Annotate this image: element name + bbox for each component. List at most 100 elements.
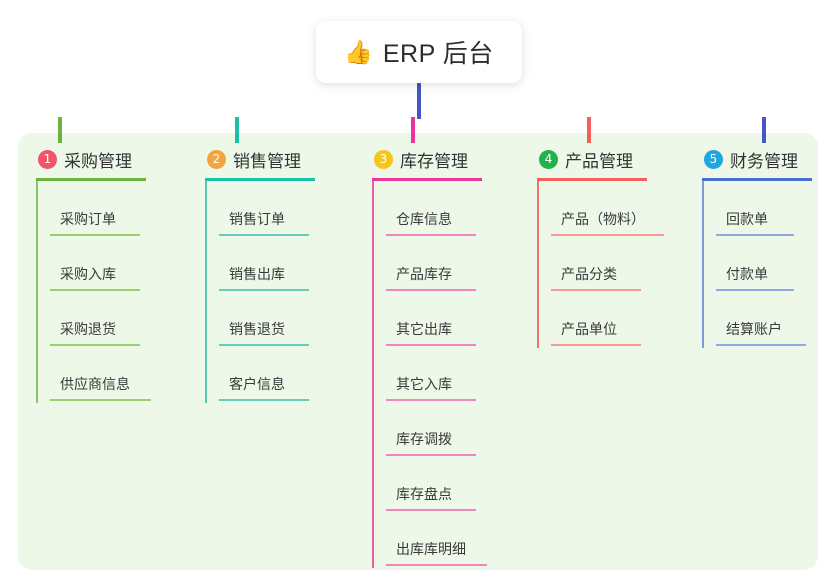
list-item-rule bbox=[551, 344, 641, 346]
list-item[interactable]: 产品库存 bbox=[386, 236, 522, 291]
list-item-rule bbox=[716, 289, 794, 291]
list-item-label: 付款单 bbox=[726, 266, 768, 282]
column-title: 采购管理 bbox=[64, 151, 132, 171]
list-item-label: 出库库明细 bbox=[396, 541, 466, 557]
list-item[interactable]: 供应商信息 bbox=[50, 346, 186, 401]
list-item-label: 产品单位 bbox=[561, 321, 617, 337]
drop-column-3 bbox=[411, 117, 415, 143]
mindmap-panel bbox=[18, 133, 818, 570]
column-spine bbox=[537, 181, 539, 348]
column-header[interactable]: 3 库存管理 bbox=[372, 146, 522, 172]
list-item-rule bbox=[386, 289, 476, 291]
column-finance: 5 财务管理 回款单 付款单 结算账户 bbox=[702, 146, 839, 348]
drop-column-4 bbox=[587, 117, 591, 143]
column-spine bbox=[36, 181, 38, 403]
list-item-rule bbox=[50, 344, 140, 346]
list-item-label: 采购退货 bbox=[60, 321, 116, 337]
list-item-label: 仓库信息 bbox=[396, 211, 452, 227]
list-item[interactable]: 结算账户 bbox=[716, 291, 839, 346]
list-item-rule bbox=[386, 454, 476, 456]
column-badge: 1 bbox=[38, 149, 57, 169]
list-item-label: 回款单 bbox=[726, 211, 768, 227]
list-item-rule bbox=[386, 399, 476, 401]
list-item[interactable]: 销售订单 bbox=[219, 181, 355, 236]
drop-column-1 bbox=[58, 117, 62, 143]
list-item-rule bbox=[219, 234, 309, 236]
column-header[interactable]: 5 财务管理 bbox=[702, 146, 839, 172]
list-item[interactable]: 其它出库 bbox=[386, 291, 522, 346]
list-item[interactable]: 回款单 bbox=[716, 181, 839, 236]
list-item-rule bbox=[50, 234, 140, 236]
list-item[interactable]: 销售出库 bbox=[219, 236, 355, 291]
column-badge: 5 bbox=[704, 149, 723, 169]
list-item-label: 销售退货 bbox=[229, 321, 285, 337]
list-item-label: 销售出库 bbox=[229, 266, 285, 282]
list-item-rule bbox=[386, 509, 476, 511]
column-title: 产品管理 bbox=[565, 151, 633, 171]
drop-column-5 bbox=[762, 117, 766, 143]
column-badge: 4 bbox=[539, 149, 558, 169]
column-purchase: 1 采购管理 采购订单 采购入库 采购退货 供应商信息 bbox=[36, 146, 186, 403]
list-item-label: 采购入库 bbox=[60, 266, 116, 282]
list-item-label: 产品（物料） bbox=[561, 211, 645, 227]
list-item-label: 产品库存 bbox=[396, 266, 452, 282]
list-item[interactable]: 产品单位 bbox=[551, 291, 697, 346]
column-sales: 2 销售管理 销售订单 销售出库 销售退货 客户信息 bbox=[205, 146, 355, 403]
list-item[interactable]: 采购退货 bbox=[50, 291, 186, 346]
column-spine bbox=[702, 181, 704, 348]
list-item-rule bbox=[551, 234, 664, 236]
list-item-label: 供应商信息 bbox=[60, 376, 130, 392]
column-title: 财务管理 bbox=[730, 151, 798, 171]
list-item-rule bbox=[219, 289, 309, 291]
column-inventory: 3 库存管理 仓库信息 产品库存 其它出库 其它入库 库存调拨 bbox=[372, 146, 522, 568]
column-title: 销售管理 bbox=[233, 151, 301, 171]
list-item[interactable]: 出库库明细 bbox=[386, 511, 522, 566]
bus-segment-green bbox=[58, 117, 410, 121]
list-item-label: 销售订单 bbox=[229, 211, 285, 227]
column-spine bbox=[372, 181, 374, 568]
list-item[interactable]: 采购入库 bbox=[50, 236, 186, 291]
column-header-rule bbox=[372, 178, 482, 181]
list-item[interactable]: 库存盘点 bbox=[386, 456, 522, 511]
list-item-rule bbox=[551, 289, 641, 291]
list-item[interactable]: 客户信息 bbox=[219, 346, 355, 401]
column-header-rule bbox=[537, 178, 647, 181]
list-item[interactable]: 付款单 bbox=[716, 236, 839, 291]
list-item[interactable]: 销售退货 bbox=[219, 291, 355, 346]
list-item-label: 采购订单 bbox=[60, 211, 116, 227]
column-leaves: 采购订单 采购入库 采购退货 供应商信息 bbox=[36, 181, 186, 403]
list-item[interactable]: 仓库信息 bbox=[386, 181, 522, 236]
list-item-rule bbox=[50, 399, 151, 401]
column-title: 库存管理 bbox=[400, 151, 468, 171]
list-item-rule bbox=[219, 344, 309, 346]
column-badge: 3 bbox=[374, 149, 393, 169]
column-badge: 2 bbox=[207, 149, 226, 169]
column-product: 4 产品管理 产品（物料） 产品分类 产品单位 bbox=[537, 146, 697, 348]
root-title: ERP 后台 bbox=[382, 40, 494, 68]
column-spine bbox=[205, 181, 207, 403]
column-header[interactable]: 4 产品管理 bbox=[537, 146, 697, 172]
list-item-rule bbox=[50, 289, 140, 291]
list-item-rule bbox=[716, 344, 806, 346]
list-item[interactable]: 产品分类 bbox=[551, 236, 697, 291]
list-item-rule bbox=[219, 399, 309, 401]
drop-column-2 bbox=[235, 117, 239, 143]
list-item[interactable]: 产品（物料） bbox=[551, 181, 697, 236]
list-item-rule bbox=[386, 234, 476, 236]
column-leaves: 产品（物料） 产品分类 产品单位 bbox=[537, 181, 697, 348]
list-item-label: 库存调拨 bbox=[396, 431, 452, 447]
list-item-rule bbox=[386, 564, 487, 566]
column-header-rule bbox=[36, 178, 146, 181]
list-item-rule bbox=[716, 234, 794, 236]
list-item[interactable]: 库存调拨 bbox=[386, 401, 522, 456]
list-item[interactable]: 采购订单 bbox=[50, 181, 186, 236]
list-item-label: 库存盘点 bbox=[396, 486, 452, 502]
list-item[interactable]: 其它入库 bbox=[386, 346, 522, 401]
root-stem bbox=[417, 83, 421, 119]
column-header[interactable]: 2 销售管理 bbox=[205, 146, 355, 172]
column-header[interactable]: 1 采购管理 bbox=[36, 146, 186, 172]
root-node[interactable]: 👍 ERP 后台 bbox=[316, 21, 522, 83]
list-item-label: 其它出库 bbox=[396, 321, 452, 337]
list-item-label: 其它入库 bbox=[396, 376, 452, 392]
